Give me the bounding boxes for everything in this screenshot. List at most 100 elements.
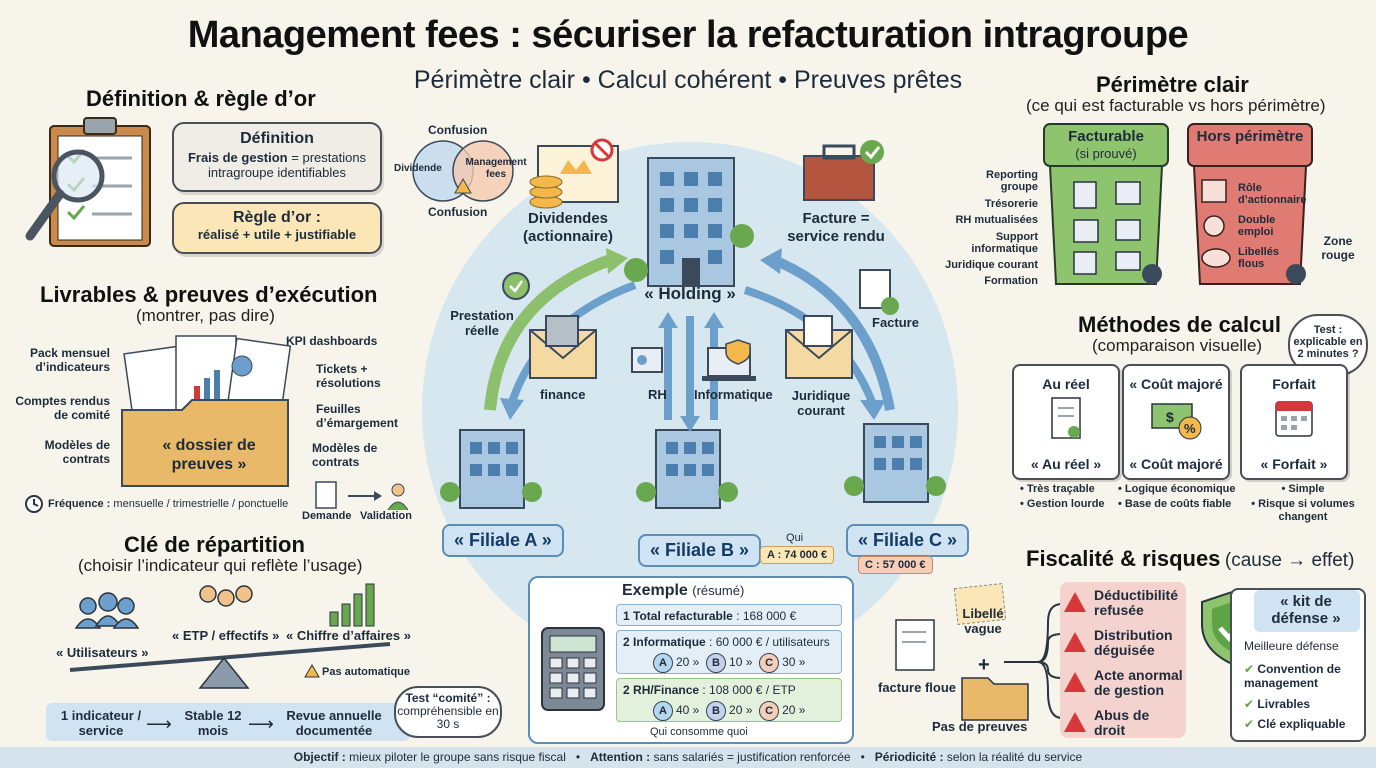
svg-text:%: % [1184, 421, 1196, 436]
filiale-b-pill: « Filiale B » [638, 534, 762, 567]
billable-title: Facturable [1068, 128, 1144, 145]
service-finance-label: finance [540, 387, 586, 402]
method-flatfee-pros: • Simple• Risque si volumes changent [1251, 483, 1355, 523]
service-hr-label: RH [648, 387, 667, 402]
deliverable-attendance: Feuilles d’émargement [316, 402, 399, 430]
holding-building-icon [624, 157, 754, 287]
venn-diagram [412, 140, 514, 202]
method-flatfee-card: Forfait « Forfait » [1240, 364, 1348, 480]
confusion-top-label: Confusion [428, 123, 488, 137]
footer-bar: Objectif : mieux piloter le groupe sans … [0, 747, 1376, 768]
risk-effect-2: Distribution déguisée [1094, 627, 1173, 658]
deliverable-kpi: KPI dashboards [286, 334, 378, 348]
clock-icon [25, 495, 43, 513]
check-icon: ✔ [1244, 717, 1255, 731]
risk-effect-4: Abus de droit [1094, 707, 1150, 738]
demande-label: Demande [302, 510, 352, 522]
validation-label: Validation [360, 510, 412, 522]
risk-effect-1: Déductibilité refusée [1094, 587, 1179, 618]
warning-icon-1 [1064, 592, 1086, 612]
allocation-sub: (choisir l’indicateur qui reflète l’usag… [78, 556, 363, 575]
red-zone-label: Zone rouge [1321, 234, 1355, 262]
toolbox-icon [803, 140, 884, 201]
method-actual-pros: • Très traçable• Gestion lourde [1020, 483, 1105, 510]
envelope-legal-icon [785, 315, 853, 379]
example-row-total: 1 Total refacturable : 168 000 € [616, 604, 842, 626]
service-it-label: Informatique [694, 387, 773, 402]
defense-kit-header [1254, 590, 1360, 632]
key-fte: « ETP / effectifs » [172, 628, 280, 643]
hr-badge-icon [631, 347, 663, 373]
deliverable-contracts-right: Modèles de contrats [312, 441, 378, 469]
filiale-b-building-icon [636, 429, 738, 509]
flow-step-2: Stable 12 mois [184, 708, 242, 738]
flow-step-3: Revue annuelle documentée [286, 708, 382, 738]
cause-invoice-label: facture floue [878, 680, 957, 695]
key-warning: Pas automatique [322, 666, 411, 678]
invoice-service-label: Facture = service rendu [787, 210, 885, 245]
defense-item-2: ✔ Livrables [1244, 697, 1311, 711]
holding-label: « Holding » [644, 284, 736, 303]
plus-sign: + [978, 654, 990, 676]
definition-card: Définition Frais de gestion = prestation… [172, 122, 382, 192]
example-row-it: 2 Informatique : 60 000 € / utilisateurs… [616, 630, 842, 674]
flow-arrow-1: ⟶ [146, 714, 172, 734]
calendar-icon [1275, 401, 1313, 437]
billable-item-3: RH mutualisées [955, 214, 1038, 226]
envelope-finance-icon [529, 315, 597, 379]
definition-heading: Définition & règle d’or [86, 86, 316, 111]
deliverable-minutes: Comptes rendus de comité [15, 394, 110, 422]
warning-icon-2 [1064, 632, 1086, 652]
perimeter-sub: (ce qui est facturable vs hors périmètre… [1026, 96, 1326, 115]
venn-right-label: Management fees [465, 157, 527, 180]
out-item-1: Rôle d’actionnaire [1238, 182, 1307, 206]
billable-item-5: Juridique courant [945, 259, 1038, 271]
cause-no-proof-label: Pas de preuves [932, 719, 1028, 734]
facture-label: Facture [872, 315, 919, 330]
flow-step-1: 1 indicateur / service [60, 708, 142, 738]
perimeter-heading: Périmètre clair [1096, 72, 1249, 97]
perimeter-bins [1043, 123, 1313, 285]
method-actual-card: Au réel « Au réel » [1012, 364, 1120, 480]
method-costplus-card: « Coût majoré $% « Coût majoré [1122, 364, 1230, 480]
coins-icon [529, 175, 563, 209]
cause-vague-label: Libellé vague [962, 606, 1004, 636]
deliverables-sub: (montrer, pas dire) [136, 306, 275, 325]
service-legal-label: Juridique courant [791, 388, 851, 418]
defense-item-3: ✔ Clé expliquable [1244, 717, 1346, 731]
clipboard-magnifier-icon [25, 117, 151, 247]
out-of-scope-title: Hors périmètre [1196, 128, 1304, 145]
defense-kit-title: « kit de défense » [1271, 593, 1341, 627]
medal-icon [502, 272, 530, 300]
allocation-heading: Clé de répartition [124, 532, 305, 557]
billable-sub: (si prouvé) [1075, 146, 1137, 161]
key-revenue: « Chiffre d’affaires » [286, 628, 411, 643]
risk-cause-icons [895, 583, 1062, 721]
deliverable-contracts-left: Modèles de contrats [44, 438, 110, 466]
filiale-a-pill: « Filiale A » [442, 524, 564, 557]
calculator-icon [541, 627, 605, 711]
svg-text:$: $ [1166, 409, 1174, 425]
proof-folder-icon [121, 335, 292, 487]
key-users: « Utilisateurs » [56, 645, 149, 660]
deliverable-tickets: Tickets + résolutions [316, 362, 381, 390]
billable-item-2: Trésorerie [984, 198, 1038, 210]
laptop-shield-icon [702, 339, 756, 381]
tag-a: A : 74 000 € [760, 546, 835, 564]
confusion-bottom-label: Confusion [428, 205, 488, 219]
example-title: Exemple (résumé) [622, 582, 745, 599]
tag-c: C : 57 000 € [858, 556, 933, 574]
risks-heading: Fiscalité & risques (cause → effet) [1026, 546, 1355, 571]
check-icon: ✔ [1244, 662, 1255, 676]
billable-item-6: Formation [984, 275, 1038, 287]
qui-label: Qui [786, 532, 804, 544]
prestation-label: Prestation réelle [450, 308, 514, 338]
page-subtitle: Périmètre clair • Calcul cohérent • Preu… [413, 66, 963, 94]
billable-item-4: Support informatique [971, 231, 1038, 255]
venn-left-label: Dividende [394, 163, 442, 174]
page-title: Management fees : sécuriser la refactura… [187, 14, 1189, 56]
deliverables-heading: Livrables & preuves d’exécution [40, 282, 378, 307]
check-icon: ✔ [1244, 697, 1255, 711]
scale-icon [69, 583, 391, 689]
